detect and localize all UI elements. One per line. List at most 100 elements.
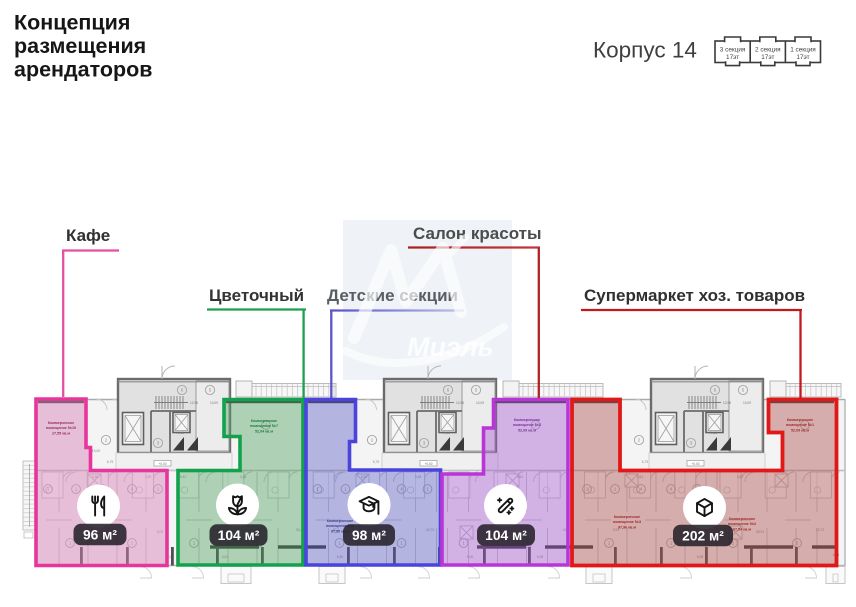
svg-text:2: 2 xyxy=(105,438,108,443)
svg-text:98 м²: 98 м² xyxy=(352,528,386,543)
svg-text:202 м²: 202 м² xyxy=(682,528,724,543)
svg-text:97,54 кв.м: 97,54 кв.м xyxy=(733,527,751,531)
svg-text:Салон красоты: Салон красоты xyxy=(413,224,542,243)
svg-text:5,62: 5,62 xyxy=(361,475,368,479)
svg-text:4: 4 xyxy=(670,487,673,492)
svg-text:помещение №5: помещение №5 xyxy=(326,524,354,528)
svg-text:3: 3 xyxy=(690,441,693,446)
svg-text:5,42: 5,42 xyxy=(180,475,187,479)
svg-text:5,00: 5,00 xyxy=(222,555,229,559)
svg-text:помещение №3: помещение №3 xyxy=(613,520,641,524)
svg-text:97,80 кв.м: 97,80 кв.м xyxy=(331,529,349,533)
svg-text:Коммерческое: Коммерческое xyxy=(327,519,353,523)
svg-text:1: 1 xyxy=(344,487,347,492)
svg-text:3,61: 3,61 xyxy=(637,475,644,479)
svg-text:42,2: 42,2 xyxy=(563,528,570,532)
svg-text:3: 3 xyxy=(423,441,426,446)
svg-text:3,36: 3,36 xyxy=(92,475,99,479)
svg-text:104 м²: 104 м² xyxy=(218,528,260,543)
svg-text:104 м²: 104 м² xyxy=(485,528,527,543)
svg-text:Супермаркет хоз. товаров: Супермаркет хоз. товаров xyxy=(584,286,805,305)
svg-text:3,39: 3,39 xyxy=(145,475,152,479)
svg-text:38,51: 38,51 xyxy=(756,530,765,534)
svg-text:1: 1 xyxy=(157,487,160,492)
svg-text:5: 5 xyxy=(742,388,745,393)
svg-text:2 секция: 2 секция xyxy=(755,47,781,54)
svg-text:3 секция: 3 секция xyxy=(720,47,746,54)
svg-text:1: 1 xyxy=(47,487,50,492)
svg-text:79,68: 79,68 xyxy=(442,431,450,435)
svg-text:5: 5 xyxy=(209,388,212,393)
svg-text:12,96: 12,96 xyxy=(723,401,731,405)
svg-text:5,00: 5,00 xyxy=(167,555,174,559)
svg-text:1: 1 xyxy=(338,541,341,546)
svg-text:97,96 кв.м: 97,96 кв.м xyxy=(618,525,636,529)
svg-text:+0.00: +0.00 xyxy=(424,462,432,466)
svg-text:27,55 кв.м: 27,55 кв.м xyxy=(52,431,70,435)
svg-text:5: 5 xyxy=(475,388,478,393)
svg-text:1: 1 xyxy=(732,541,735,546)
svg-text:5: 5 xyxy=(796,541,799,546)
svg-text:+0.00: +0.00 xyxy=(158,462,166,466)
svg-text:Миэль: Миэль xyxy=(407,332,494,362)
svg-text:5,08: 5,08 xyxy=(537,555,544,559)
svg-text:5,93: 5,93 xyxy=(613,528,620,532)
svg-text:15,60: 15,60 xyxy=(92,449,101,453)
svg-text:79,68: 79,68 xyxy=(176,431,184,435)
svg-text:96 м²: 96 м² xyxy=(83,527,117,542)
svg-text:2: 2 xyxy=(371,438,374,443)
svg-text:1: 1 xyxy=(75,487,78,492)
svg-text:43,72: 43,72 xyxy=(816,528,825,532)
svg-text:5,30: 5,30 xyxy=(337,555,344,559)
svg-text:5,08: 5,08 xyxy=(697,555,704,559)
svg-text:17эт: 17эт xyxy=(726,54,739,61)
svg-text:Детские секции: Детские секции xyxy=(327,286,458,305)
svg-text:2: 2 xyxy=(265,423,268,428)
svg-text:1: 1 xyxy=(670,541,673,546)
svg-text:помещение №1: помещение №1 xyxy=(786,423,814,427)
svg-text:1: 1 xyxy=(193,541,196,546)
svg-text:4: 4 xyxy=(131,487,134,492)
svg-text:52,09 кв.м: 52,09 кв.м xyxy=(518,428,536,432)
svg-text:4: 4 xyxy=(640,487,643,492)
svg-text:1: 1 xyxy=(69,541,72,546)
svg-text:помещение №2: помещение №2 xyxy=(728,522,756,526)
svg-text:1: 1 xyxy=(586,487,589,492)
svg-text:Кафе: Кафе xyxy=(66,226,110,245)
svg-text:3,35: 3,35 xyxy=(240,475,247,479)
svg-text:1 секция: 1 секция xyxy=(790,47,816,54)
svg-text:38,43: 38,43 xyxy=(296,528,305,532)
svg-text:52,09 кв.м: 52,09 кв.м xyxy=(791,428,809,432)
svg-text:17эт: 17эт xyxy=(761,54,774,61)
svg-text:3: 3 xyxy=(157,441,160,446)
svg-text:4: 4 xyxy=(400,487,403,492)
svg-text:1: 1 xyxy=(131,541,134,546)
svg-text:Коммерческое: Коммерческое xyxy=(729,517,755,521)
svg-text:43,72: 43,72 xyxy=(426,528,435,532)
svg-text:2: 2 xyxy=(534,423,537,428)
svg-text:+0.00: +0.00 xyxy=(691,462,699,466)
svg-text:1: 1 xyxy=(316,487,319,492)
svg-text:6,75: 6,75 xyxy=(107,460,114,464)
svg-text:Цветочный: Цветочный xyxy=(209,286,304,305)
svg-text:размещения: размещения xyxy=(14,34,146,58)
svg-text:Коммерческое: Коммерческое xyxy=(48,421,74,425)
svg-text:1: 1 xyxy=(462,541,465,546)
svg-text:62,2: 62,2 xyxy=(333,528,340,532)
svg-text:10,09: 10,09 xyxy=(210,401,218,405)
svg-text:6: 6 xyxy=(181,388,184,393)
svg-text:1: 1 xyxy=(426,487,429,492)
svg-text:5,00: 5,00 xyxy=(467,555,474,559)
svg-text:17эт: 17эт xyxy=(796,54,809,61)
svg-text:помещение №4: помещение №4 xyxy=(513,423,542,427)
svg-text:6,75: 6,75 xyxy=(642,460,649,464)
svg-text:3,67: 3,67 xyxy=(737,475,744,479)
svg-text:3,61: 3,61 xyxy=(517,475,524,479)
svg-text:Коммерческое: Коммерческое xyxy=(514,418,540,422)
svg-text:52,04 кв.м: 52,04 кв.м xyxy=(255,429,273,433)
svg-text:2: 2 xyxy=(804,423,807,428)
svg-text:Коммерческое: Коммерческое xyxy=(251,419,277,423)
svg-text:1: 1 xyxy=(400,541,403,546)
svg-text:3,35: 3,35 xyxy=(415,475,422,479)
svg-text:1: 1 xyxy=(608,541,611,546)
